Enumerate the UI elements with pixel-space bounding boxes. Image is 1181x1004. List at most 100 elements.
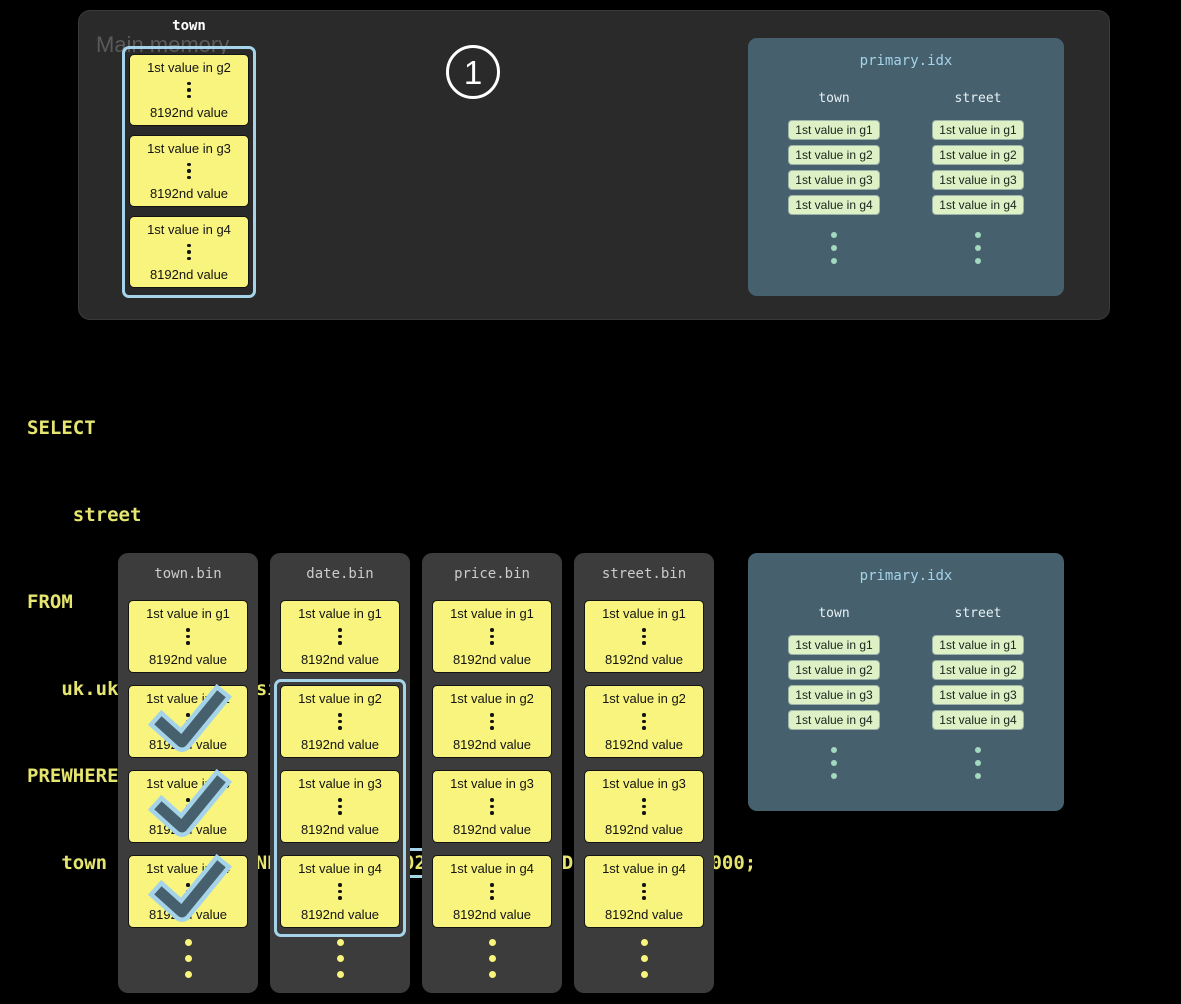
bin-panel-price: price.bin 1st value in g1 8192nd value 1… <box>422 553 562 993</box>
index-street-column: street 1st value in g1 1st value in g2 1… <box>916 606 1040 779</box>
granule-last-value: 8192nd value <box>604 907 684 922</box>
bin-file-name: price.bin <box>454 566 530 582</box>
checkmark-icon <box>147 683 233 752</box>
granule-first-value: 1st value in g1 <box>450 606 534 621</box>
index-entry: 1st value in g1 <box>788 120 880 140</box>
granule-first-value: 1st value in g4 <box>450 861 534 876</box>
granule-first-value: 1st value in g4 <box>298 861 382 876</box>
index-entry: 1st value in g3 <box>788 685 880 705</box>
index-street-header: street <box>954 606 1002 621</box>
street-granule-g2: 1st value in g2 8192nd value <box>584 685 704 758</box>
granule-first-value: 1st value in g4 <box>147 222 231 237</box>
index-entry: 1st value in g3 <box>788 170 880 190</box>
granule-last-value: 8192nd value <box>604 652 684 667</box>
granule-first-value: 1st value in g1 <box>298 606 382 621</box>
granule-first-value: 1st value in g2 <box>298 691 382 706</box>
ellipsis-icon <box>338 883 342 900</box>
granule-last-value: 8192nd value <box>300 907 380 922</box>
date-granule-g3: 1st value in g3 8192nd value <box>280 770 400 843</box>
granule-last-value: 8192nd value <box>452 907 532 922</box>
index-town-column: town 1st value in g1 1st value in g2 1st… <box>772 606 896 779</box>
price-granule-g4: 1st value in g4 8192nd value <box>432 855 552 928</box>
granule-last-value: 8192nd value <box>300 822 380 837</box>
bin-panel-town: town.bin 1st value in g1 8192nd value 1s… <box>118 553 258 993</box>
index-entry: 1st value in g1 <box>932 635 1024 655</box>
index-entry: 1st value in g1 <box>788 635 880 655</box>
bin-file-name: date.bin <box>306 566 374 582</box>
index-town-header: town <box>818 91 850 106</box>
index-entry: 1st value in g2 <box>932 145 1024 165</box>
granule-last-value: 8192nd value <box>148 652 228 667</box>
memory-granule-g3: 1st value in g3 8192nd value <box>129 135 249 207</box>
index-entry: 1st value in g3 <box>932 685 1024 705</box>
primary-index-title: primary.idx <box>859 53 953 69</box>
date-granule-g4: 1st value in g4 8192nd value <box>280 855 400 928</box>
primary-index-panel-bottom: primary.idx town 1st value in g1 1st val… <box>748 553 1064 811</box>
index-town-column: town 1st value in g1 1st value in g2 1st… <box>772 91 896 264</box>
sql-line-select: SELECT <box>27 417 96 439</box>
granule-last-value: 8192nd value <box>149 186 229 201</box>
granule-first-value: 1st value in g2 <box>147 60 231 75</box>
street-granule-g4: 1st value in g4 8192nd value <box>584 855 704 928</box>
ellipsis-icon <box>975 747 981 779</box>
memory-granule-g2: 1st value in g2 8192nd value <box>129 54 249 126</box>
price-granule-g2: 1st value in g2 8192nd value <box>432 685 552 758</box>
sql-line-from: FROM <box>27 591 73 613</box>
ellipsis-icon <box>118 939 258 978</box>
price-granule-g3: 1st value in g3 8192nd value <box>432 770 552 843</box>
index-entry: 1st value in g2 <box>788 660 880 680</box>
town-granule-g1: 1st value in g1 8192nd value <box>128 600 248 673</box>
index-entry: 1st value in g2 <box>932 660 1024 680</box>
index-street-column: street 1st value in g1 1st value in g2 1… <box>916 91 1040 264</box>
granule-first-value: 1st value in g1 <box>146 606 230 621</box>
ellipsis-icon <box>642 628 646 645</box>
index-street-header: street <box>954 91 1002 106</box>
granule-last-value: 8192nd value <box>300 652 380 667</box>
ellipsis-icon <box>490 798 494 815</box>
granule-first-value: 1st value in g1 <box>602 606 686 621</box>
index-entry: 1st value in g4 <box>788 195 880 215</box>
primary-index-title: primary.idx <box>859 568 953 584</box>
granule-first-value: 1st value in g2 <box>450 691 534 706</box>
date-bin-highlight-frame <box>274 679 406 937</box>
date-granule-g2: 1st value in g2 8192nd value <box>280 685 400 758</box>
ellipsis-icon <box>422 939 562 978</box>
ellipsis-icon <box>975 232 981 264</box>
index-entry: 1st value in g4 <box>788 710 880 730</box>
granule-last-value: 8192nd value <box>149 105 229 120</box>
granule-first-value: 1st value in g4 <box>602 861 686 876</box>
memory-granule-g4: 1st value in g4 8192nd value <box>129 216 249 288</box>
ellipsis-icon <box>642 713 646 730</box>
street-granule-g1: 1st value in g1 8192nd value <box>584 600 704 673</box>
ellipsis-icon <box>186 628 190 645</box>
ellipsis-icon <box>187 162 191 180</box>
primary-index-panel-top: primary.idx town 1st value in g1 1st val… <box>748 38 1064 296</box>
index-entry: 1st value in g3 <box>932 170 1024 190</box>
index-entry: 1st value in g4 <box>932 195 1024 215</box>
street-granule-g3: 1st value in g3 8192nd value <box>584 770 704 843</box>
bin-panel-date: date.bin 1st value in g1 8192nd value 1s… <box>270 553 410 993</box>
ellipsis-icon <box>338 628 342 645</box>
step-1-badge: 1 <box>446 45 500 99</box>
bin-panel-street: street.bin 1st value in g1 8192nd value … <box>574 553 714 993</box>
granule-last-value: 8192nd value <box>452 822 532 837</box>
ellipsis-icon <box>270 939 410 978</box>
granule-first-value: 1st value in g2 <box>602 691 686 706</box>
index-town-header: town <box>818 606 850 621</box>
bin-file-name: town.bin <box>154 566 222 582</box>
date-granule-g1: 1st value in g1 8192nd value <box>280 600 400 673</box>
ellipsis-icon <box>831 232 837 264</box>
price-granule-g1: 1st value in g1 8192nd value <box>432 600 552 673</box>
index-entry: 1st value in g4 <box>932 710 1024 730</box>
checkmark-icon <box>147 853 233 922</box>
ellipsis-icon <box>490 883 494 900</box>
granule-first-value: 1st value in g3 <box>298 776 382 791</box>
ellipsis-icon <box>490 713 494 730</box>
granule-last-value: 8192nd value <box>604 822 684 837</box>
ellipsis-icon <box>831 747 837 779</box>
granule-first-value: 1st value in g3 <box>147 141 231 156</box>
granule-first-value: 1st value in g3 <box>450 776 534 791</box>
checkmark-icon <box>147 768 233 837</box>
index-entry: 1st value in g2 <box>788 145 880 165</box>
